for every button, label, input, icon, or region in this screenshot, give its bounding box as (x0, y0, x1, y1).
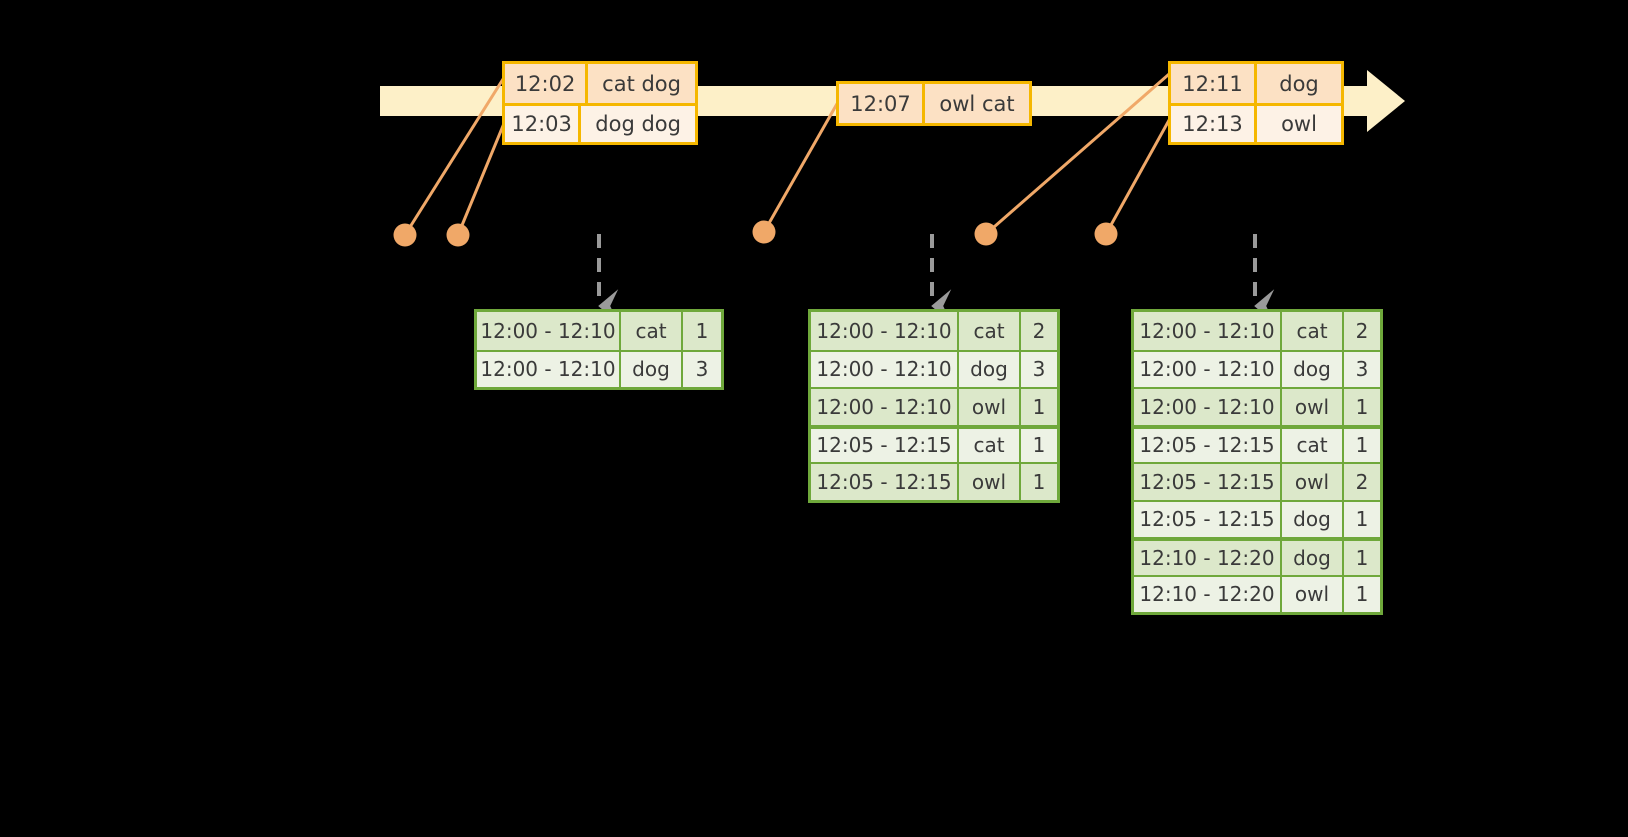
word-cell: owl (1282, 464, 1344, 500)
word-cell: owl (959, 464, 1021, 500)
window-cell: 12:00 - 12:10 (811, 312, 959, 350)
word-cell: cat (1282, 428, 1344, 462)
timeline-arrowhead-icon (1367, 70, 1405, 132)
stream-event-box: 12:02 cat dog 12:03 dog dog (502, 61, 698, 145)
window-cell: 12:05 - 12:15 (1134, 464, 1282, 500)
window-cell: 12:00 - 12:10 (811, 351, 959, 387)
count-cell: 2 (1032, 318, 1046, 343)
window-cell: 12:05 - 12:15 (811, 464, 959, 500)
word-cell: cat (1282, 312, 1344, 350)
marker-12-07 (752, 220, 776, 244)
window-cell: 12:00 - 12:10 (811, 389, 959, 425)
window-cell: 12:10 - 12:20 (1134, 576, 1282, 612)
stream-event-row: 12:02 cat dog (505, 64, 695, 103)
word-cell: dog (1282, 541, 1344, 575)
window-cell: 12:05 - 12:15 (1134, 501, 1282, 537)
window-cell: 12:05 - 12:15 (1134, 428, 1282, 462)
word-cell: cat (959, 312, 1021, 350)
word-cell: cat (959, 428, 1021, 462)
word-cell: dog (621, 351, 683, 387)
marker-12-03 (446, 223, 470, 247)
window-cell: 12:00 - 12:10 (1134, 351, 1282, 387)
marker-12-13 (1094, 222, 1118, 246)
event-words: owl (1281, 112, 1317, 136)
word-cell: dog (1282, 351, 1344, 387)
window-cell: 12:05 - 12:15 (811, 428, 959, 462)
count-cell: 1 (1032, 394, 1046, 419)
event-timestamp: 12:13 (1171, 106, 1257, 142)
window-cell: 12:00 - 12:10 (1134, 389, 1282, 425)
word-cell: owl (959, 389, 1021, 425)
count-cell: 1 (1355, 507, 1369, 532)
count-cell: 1 (1355, 394, 1369, 419)
stream-event-row: 12:07 owl cat (839, 84, 1029, 123)
count-cell: 3 (1355, 357, 1369, 382)
event-words: dog (1279, 71, 1319, 96)
count-cell: 1 (1032, 469, 1046, 494)
word-cell: owl (1282, 576, 1344, 612)
count-cell: 2 (1355, 318, 1369, 343)
count-cell: 3 (695, 357, 709, 382)
window-cell: 12:00 - 12:10 (477, 312, 621, 350)
marker-12-02 (393, 223, 417, 247)
event-words: dog dog (595, 112, 681, 136)
count-cell: 1 (1032, 433, 1046, 458)
word-cell: dog (959, 351, 1021, 387)
word-cell: cat (621, 312, 683, 350)
count-cell: 3 (1032, 357, 1046, 382)
event-timestamp: 12:07 (839, 84, 925, 123)
marker-12-11 (974, 222, 998, 246)
stream-event-box: 12:11 dog 12:13 owl (1168, 61, 1344, 145)
count-cell: 1 (1355, 582, 1369, 607)
window-cell: 12:10 - 12:20 (1134, 541, 1282, 575)
stream-event-box: 12:07 owl cat (836, 81, 1032, 126)
window-cell: 12:00 - 12:10 (1134, 312, 1282, 350)
stream-event-row: 12:13 owl (1171, 103, 1341, 142)
event-timestamp: 12:11 (1171, 64, 1257, 103)
count-cell: 1 (1355, 545, 1369, 570)
word-cell: dog (1282, 501, 1344, 537)
event-timestamp: 12:02 (505, 64, 589, 103)
event-words: cat dog (602, 71, 681, 96)
event-words: owl cat (939, 91, 1015, 116)
stream-event-row: 12:11 dog (1171, 64, 1341, 103)
window-cell: 12:00 - 12:10 (477, 351, 621, 387)
count-cell: 1 (695, 318, 709, 343)
event-timestamp: 12:03 (505, 106, 582, 142)
count-cell: 2 (1355, 469, 1369, 494)
stream-event-row: 12:03 dog dog (505, 103, 695, 142)
word-cell: owl (1282, 389, 1344, 425)
count-cell: 1 (1355, 433, 1369, 458)
